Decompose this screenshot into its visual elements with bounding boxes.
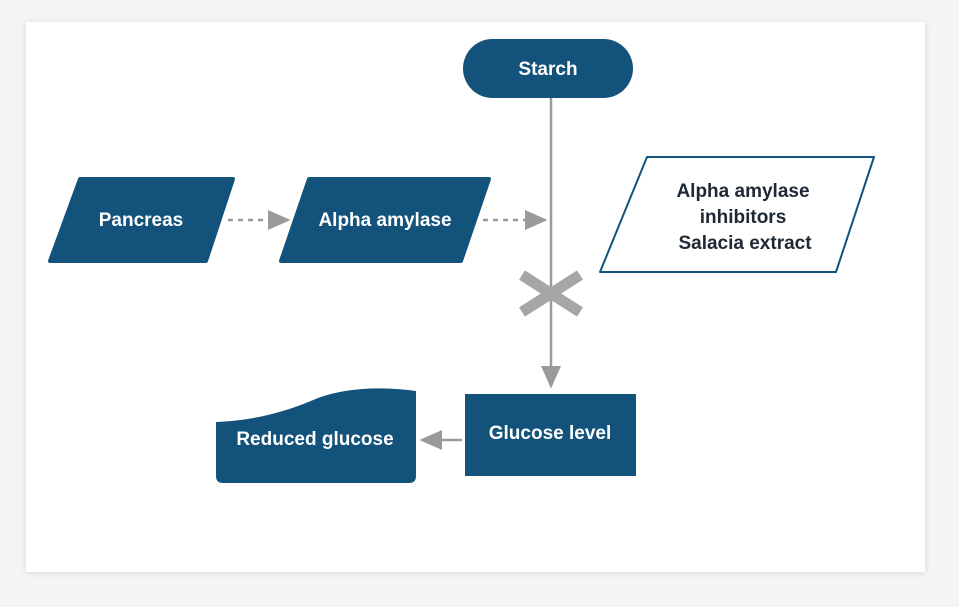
glucose-level-node: Glucose level (465, 394, 636, 476)
diagram-card (26, 22, 925, 572)
inhibitor-label-line3: Salacia extract (678, 233, 812, 254)
starch-node: Starch (463, 39, 633, 98)
glucose-level-label: Glucose level (489, 423, 612, 444)
x-mark-icon (519, 270, 583, 317)
reduced-glucose-node: Reduced glucose (216, 388, 416, 483)
starch-label: Starch (518, 59, 577, 80)
inhibitor-label-line1: Alpha amylase (676, 181, 809, 202)
reduced-glucose-label: Reduced glucose (236, 429, 393, 450)
alpha-amylase-label: Alpha amylase (318, 210, 451, 231)
pancreas-label: Pancreas (99, 210, 184, 231)
inhibitor-label-line2: inhibitors (700, 207, 787, 228)
pancreas-node: Pancreas (48, 177, 235, 263)
alpha-amylase-node: Alpha amylase (279, 177, 491, 263)
inhibitor-node: Alpha amylase inhibitors Salacia extract (599, 156, 875, 273)
